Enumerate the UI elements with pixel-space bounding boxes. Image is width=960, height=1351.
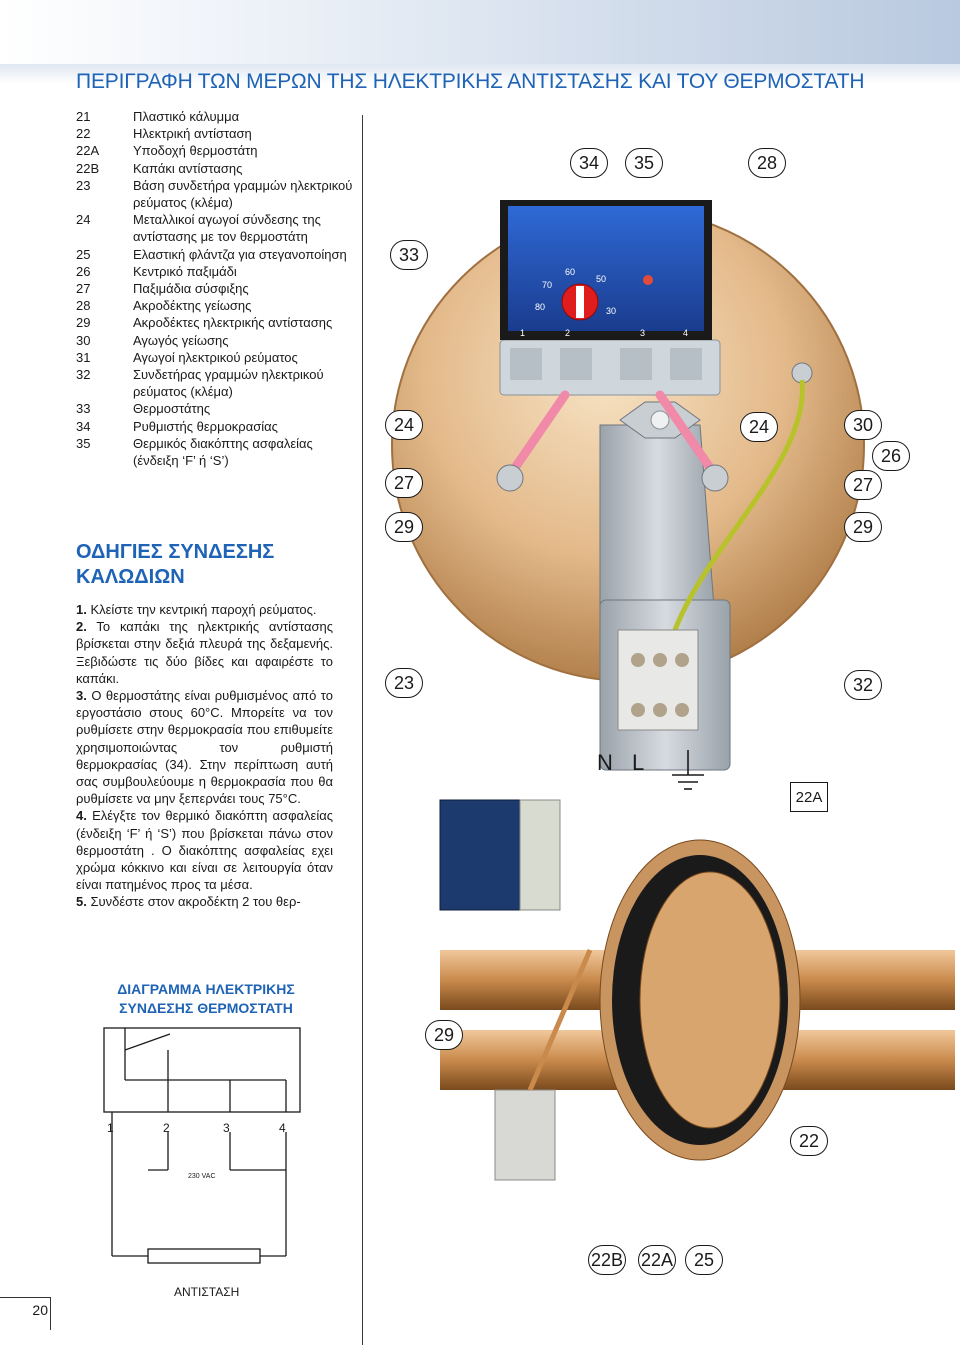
header-band-fade xyxy=(0,64,960,84)
callout-29: 29 xyxy=(385,512,423,542)
safety-switch xyxy=(643,275,653,285)
terminal-screw-2 xyxy=(560,348,592,380)
resistor-symbol xyxy=(147,1248,261,1264)
connection-rod-left xyxy=(505,390,570,480)
terminal-number: 3 xyxy=(640,328,645,338)
neutral-label: N xyxy=(597,750,613,775)
terminal-number: 1 xyxy=(520,328,525,338)
connector-screw xyxy=(675,653,689,667)
callout-22A: 22A xyxy=(790,782,828,812)
callout-29: 29 xyxy=(425,1020,463,1050)
callout-33: 33 xyxy=(390,240,428,270)
callout-25: 25 xyxy=(685,1245,723,1275)
callout-29: 29 xyxy=(844,512,882,542)
terminal-label: 3 xyxy=(223,1121,230,1135)
terminal-screw-3 xyxy=(620,348,652,380)
page-number-box xyxy=(0,1297,51,1330)
terminal-label: 1 xyxy=(107,1121,114,1135)
callout-34: 34 xyxy=(570,148,608,178)
connector-screw xyxy=(631,653,645,667)
thermostat-face xyxy=(508,206,704,331)
flange-front xyxy=(639,871,781,1129)
connector-screw xyxy=(653,703,667,717)
dial-number: 50 xyxy=(596,274,606,284)
earth-wire xyxy=(672,379,805,631)
connection-rod-right xyxy=(655,390,720,480)
callout-32: 32 xyxy=(844,670,882,700)
element-connector xyxy=(494,1089,556,1181)
terminal-number: 2 xyxy=(565,328,570,338)
voltage-label: 230 VAC xyxy=(188,1173,216,1180)
list-item: 5. Συνδέστε στον ακροδέκτη 2 του θερ- xyxy=(76,894,301,910)
callout-24: 24 xyxy=(385,410,423,440)
instructions-title: ΟΔΗΓΙΕΣ ΣΥΝΔΕΣΗΣ ΚΑΛΩΔΙΩΝ xyxy=(76,541,275,588)
list-item: 1. Κλείστε την κεντρική παροχή ρεύματος. xyxy=(76,602,317,617)
terminal-number: 4 xyxy=(683,328,688,338)
dial-number: 70 xyxy=(542,280,552,290)
terminal-label: 2 xyxy=(163,1121,170,1135)
thermostat-box xyxy=(103,1027,301,1113)
diagram-title: ΔΙΑΓΡΑΜΜΑ ΗΛΕΚΤΡΙΚΗΣ ΣΥΝΔΕΣΗΣ ΘΕΡΜΟΣΤΑΤΗ xyxy=(117,981,295,1016)
callout-23: 23 xyxy=(385,668,423,698)
callout-30: 30 xyxy=(844,410,882,440)
switch-contact xyxy=(124,1033,171,1051)
list-item: 4. Ελέγξτε τον θερμικό διακόπτη ασφαλεία… xyxy=(76,808,333,893)
central-nut-hole xyxy=(650,410,670,430)
page-title: ΠΕΡΙΓΡΑΦΗ ΤΩΝ ΜΕΡΩΝ ΤΗΣ ΗΛΕΚΤΡΙΚΗΣ ΑΝΤΙΣ… xyxy=(76,70,865,93)
element-rod xyxy=(527,949,593,1091)
callout-22B: 22B xyxy=(588,1245,626,1275)
dial-number: 80 xyxy=(535,302,545,312)
terminal-screw-1 xyxy=(510,348,542,380)
callout-26: 26 xyxy=(872,441,910,471)
callout-24: 24 xyxy=(740,412,778,442)
connector-screw xyxy=(653,653,667,667)
connector-screw xyxy=(675,703,689,717)
column-divider xyxy=(362,115,363,1345)
callout-27: 27 xyxy=(844,470,882,500)
element-terminal-left xyxy=(496,464,524,492)
knob-grip xyxy=(576,286,584,318)
callout-22A: 22A xyxy=(638,1245,676,1275)
live-label: L xyxy=(632,750,645,775)
callout-35: 35 xyxy=(625,148,663,178)
thermostat-side-face xyxy=(519,799,561,911)
wiring-diagram: 1 2 3 4 230 VAC ΑΝΤΙΣΤΑΣΗ xyxy=(103,1027,301,1299)
terminal-label: 4 xyxy=(279,1121,286,1135)
dial-number: 30 xyxy=(606,306,616,316)
element-terminal-right xyxy=(701,464,729,492)
connector-screw xyxy=(631,703,645,717)
callout-22: 22 xyxy=(790,1126,828,1156)
header-band xyxy=(0,0,960,64)
instructions-steps: 1. Κλείστε την κεντρική παροχή ρεύματος.… xyxy=(76,601,333,911)
callout-28: 28 xyxy=(748,148,786,178)
terminal-screw-4 xyxy=(670,348,702,380)
heater-illustration: 60 50 70 80 30 1 2 3 4 xyxy=(391,200,955,1181)
list-item: 2. Το καπάκι της ηλεκτρικής αντίστασης β… xyxy=(76,619,333,686)
page-number: 20 xyxy=(32,1302,48,1318)
dial-number: 60 xyxy=(565,267,575,277)
resistor-label: ΑΝΤΙΣΤΑΣΗ xyxy=(174,1285,239,1299)
callout-27: 27 xyxy=(385,468,423,498)
list-item: 3. Ο θερμοστάτης είναι ρυθμισμένος από τ… xyxy=(76,688,333,807)
